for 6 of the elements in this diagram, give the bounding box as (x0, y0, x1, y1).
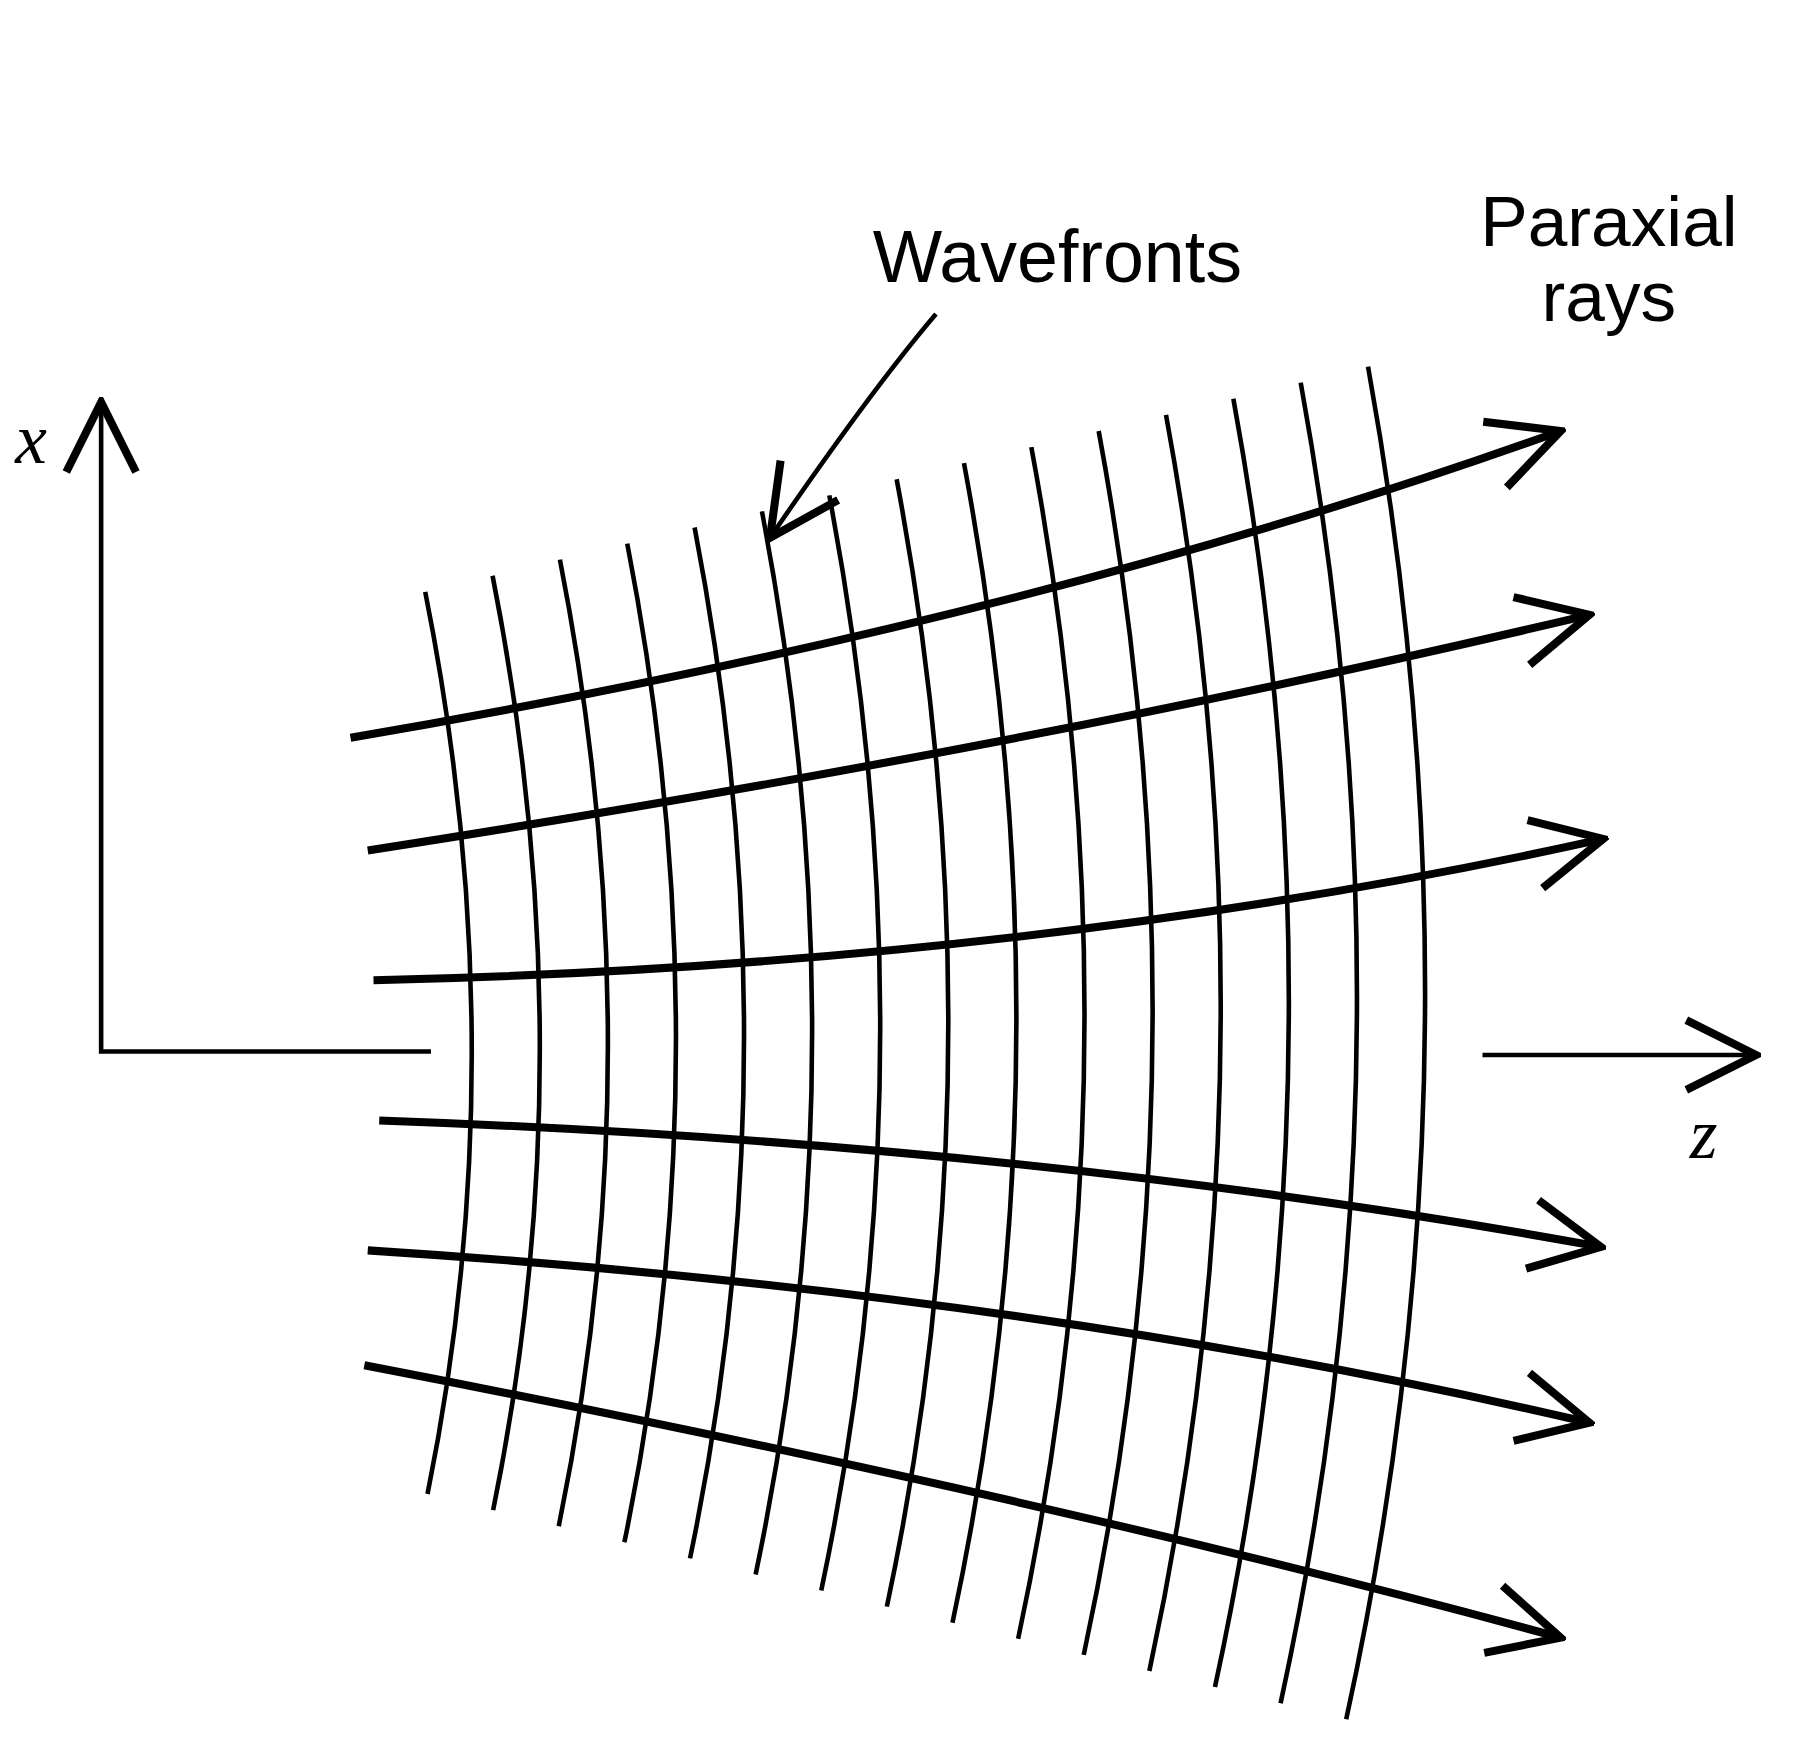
axis-label: x (13, 402, 48, 478)
annotation-label: Paraxial rays (1479, 183, 1739, 334)
callout-label: Wavefronts (804, 218, 1311, 296)
wavefront-line (753, 511, 815, 1575)
axis-label: z (1688, 1097, 1719, 1173)
leader-line (765, 312, 938, 542)
